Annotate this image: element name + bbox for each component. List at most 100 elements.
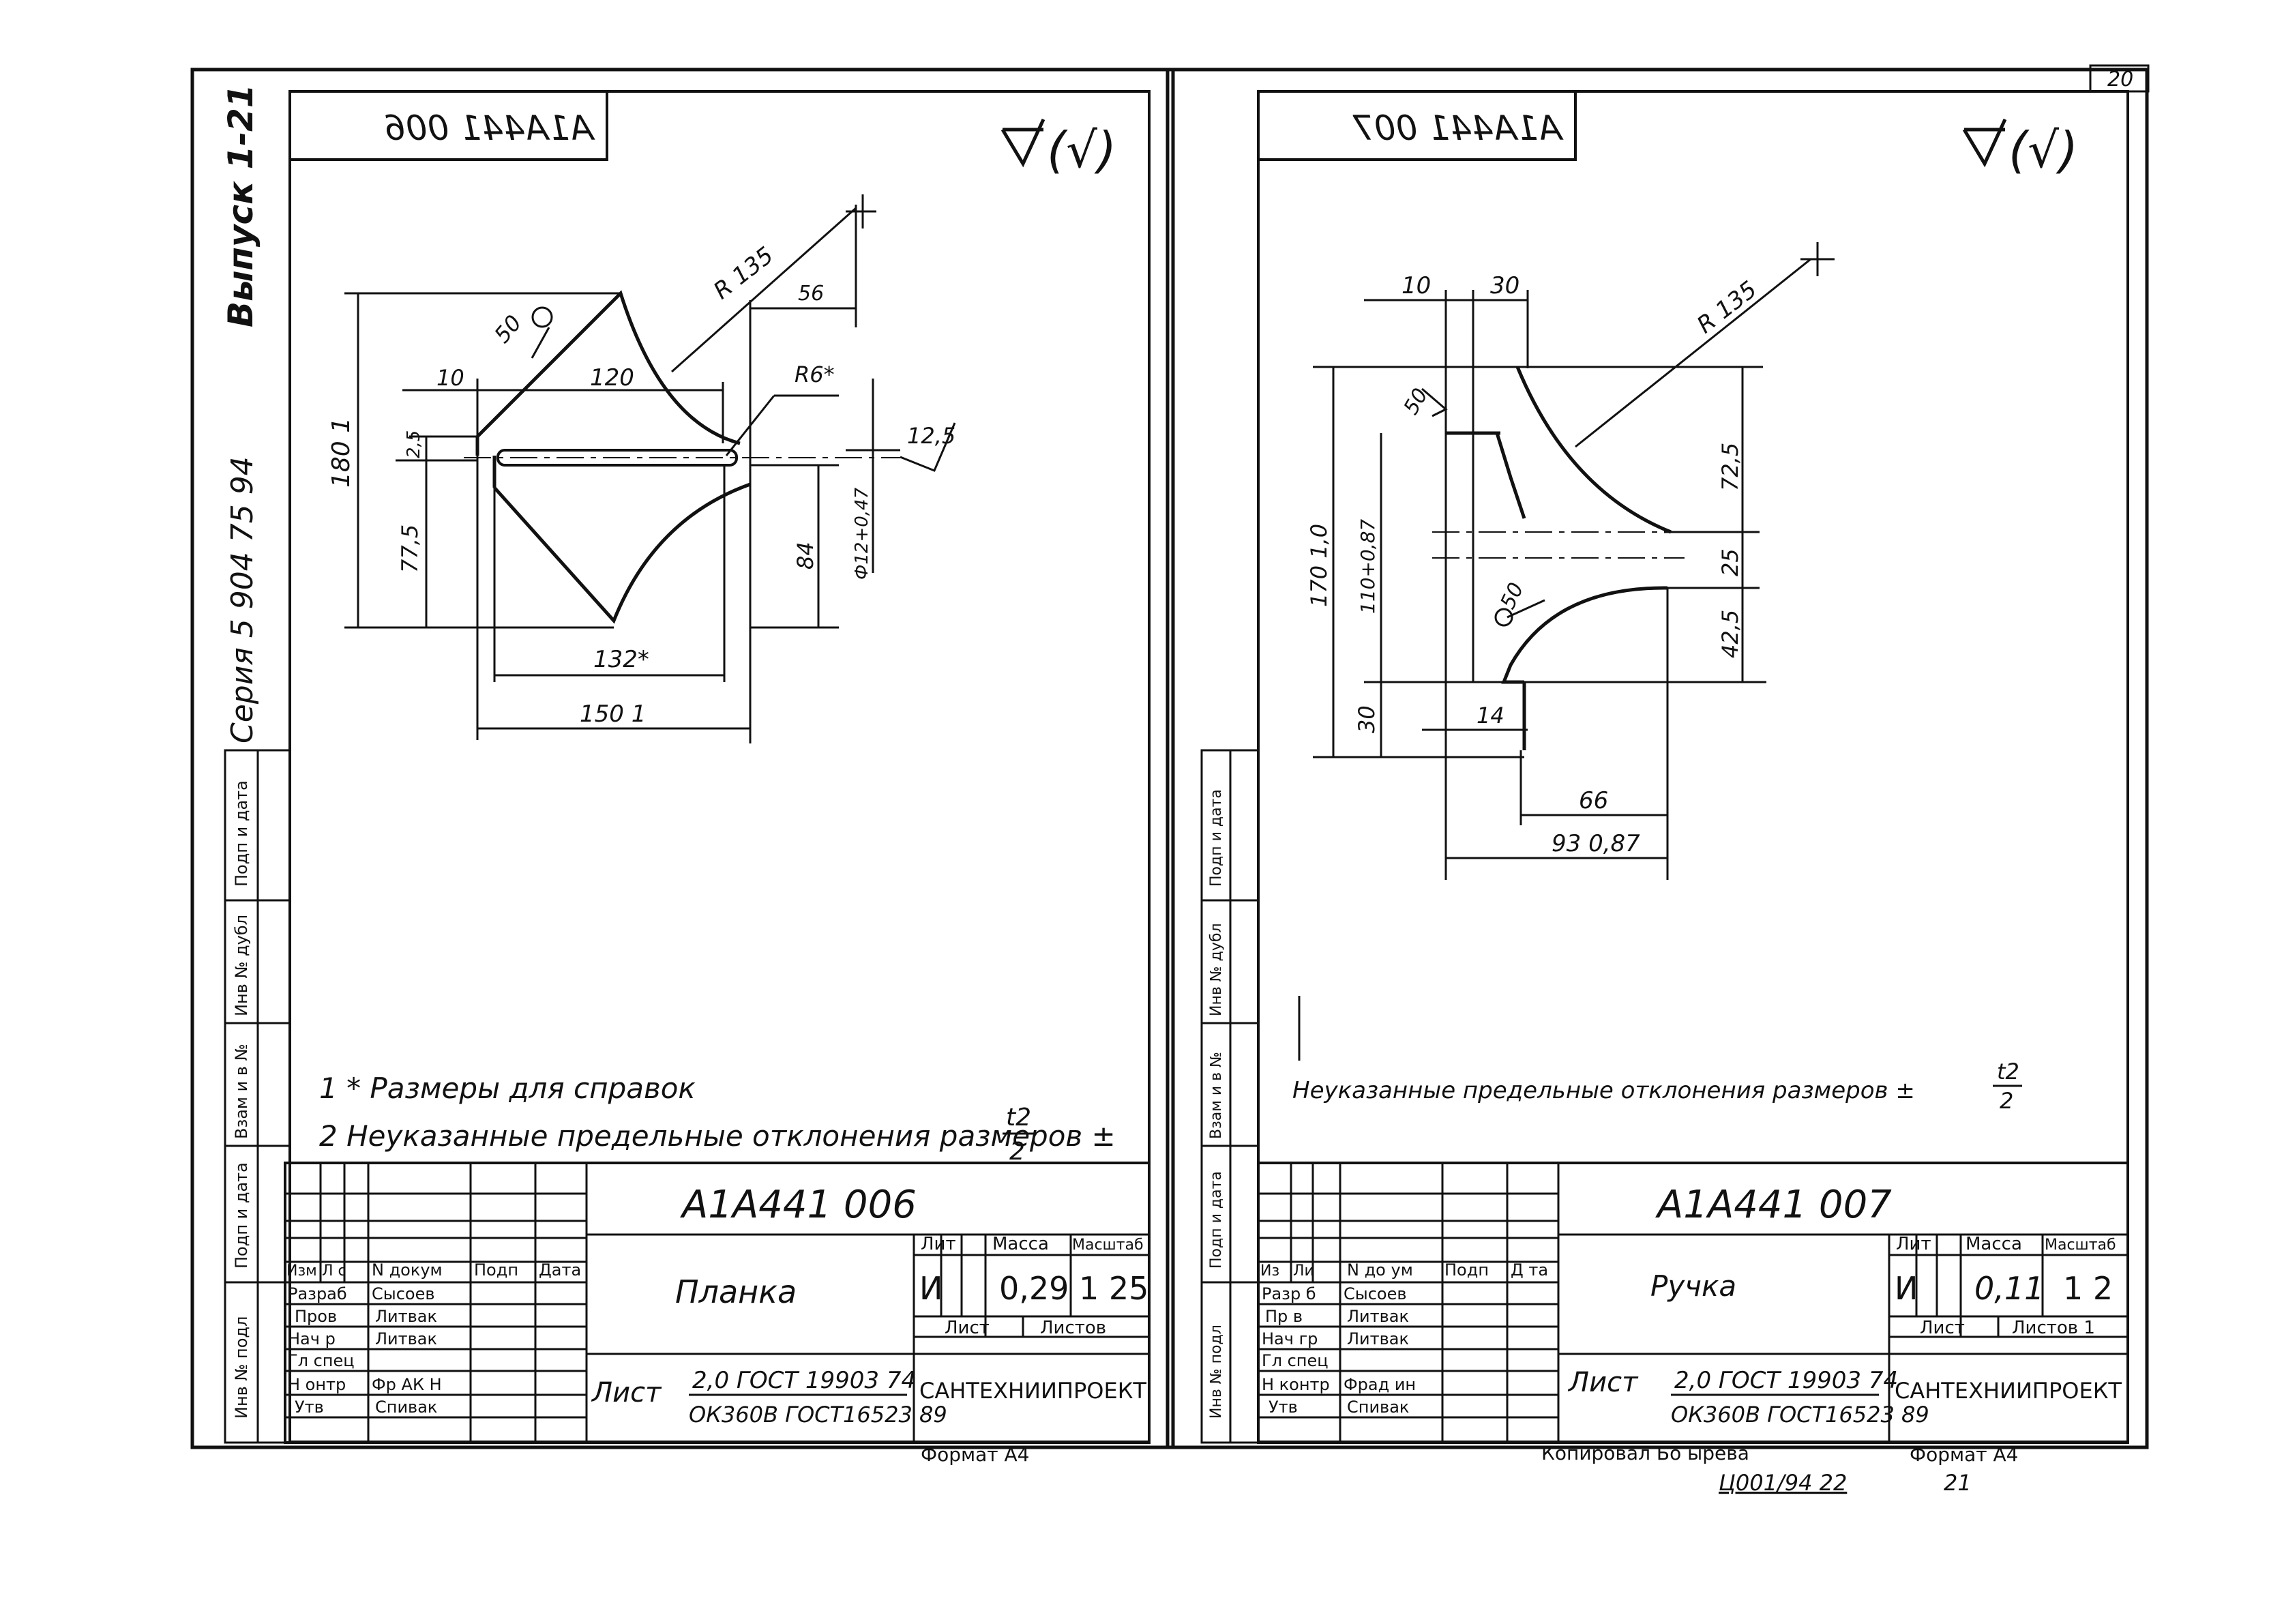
bottom-copy-line: Копировал Бо ырева Ц001/94 22 21 [1541,1442,1972,1496]
sheet-label: Лист [1920,1318,1965,1338]
page-number: 21 [1944,1470,1972,1496]
surface-roughness-sign: (√) [1962,118,2078,179]
roughness-note: (√) [1047,121,1116,179]
dim-label: 120 [590,364,634,392]
margin-stamp-left-labels: Подп и дата Инв № дубл Взам и в № Подп и… [232,780,251,1419]
role: Гл спец [1262,1351,1329,1370]
dim-label: R 135 [709,241,779,305]
mass-label: Масса [1966,1234,2022,1254]
margin-series-text: Выпуск 1-21 Серия 5 904 75 94 [221,84,261,743]
role: Разр б [1262,1284,1316,1303]
lit-label: Лит [921,1234,956,1254]
dim-label: 10 [1402,272,1431,299]
role: Н контр [1262,1375,1330,1394]
person: Сысоев [372,1284,435,1303]
left-part-geometry [464,290,900,624]
person: Спивак [375,1398,437,1417]
note-frac-den: 2 [2000,1088,2013,1114]
right-title-block-lines [1257,1162,2129,1444]
material-label: Лист [1567,1367,1639,1398]
dim-label: 50 [1399,384,1433,419]
material-bottom: ОК360В ГОСТ16523 89 [1671,1402,1929,1428]
person: Литвак [1347,1329,1409,1348]
material-top: 2,0 ГОСТ 19903 74 [1674,1367,1898,1394]
person: Фрад ин [1344,1375,1416,1394]
role: Гл спец [288,1351,355,1370]
role: Нач гр [1262,1329,1318,1348]
dim-label: 77,5 [397,525,423,573]
person: Сысоев [1344,1284,1407,1303]
organization: САНТЕХНИИПРОЕКТ [919,1378,1146,1404]
role: Н онтр [288,1375,346,1394]
copied-by: Копировал Бо ырева [1541,1442,1749,1464]
left-dimension-labels: R 135 56 50 10 120 R6* 12,5 180 1 2,5 77… [327,241,955,728]
right-title-block-text: А1А441 007 Ручка Из Ли N до ум Подп Д та… [1260,1183,2122,1466]
note-1: 1 * Размеры для справок [319,1072,696,1105]
dim-label: 180 1 [327,417,355,488]
margin-stamp-right-labels: Подп и дата Инв № дубл Взам и в № Подп и… [1208,789,1225,1419]
left-title-block-text: А1А441 006 Планка Изм Л с N докум Подп Д… [286,1183,1148,1466]
stamp-label: Инв № дубл [1208,923,1225,1016]
left-notes: 1 * Размеры для справок 2 Неуказанные пр… [319,1072,1116,1166]
hdr-list: Ли [1293,1263,1314,1280]
scale-value: 1 2 [2063,1270,2113,1307]
person: Литвак [375,1329,437,1348]
dim-label: 50 [1496,579,1529,612]
margin-stamp-right [1200,749,1260,1444]
left-dimension-lines [344,194,956,743]
person: Фр АК Н [372,1375,442,1394]
note: Неуказанные предельные отклонения размер… [1292,1077,1915,1104]
stamp-label: Взам и в № [1208,1052,1225,1139]
stamp-label: Инв № подл [1208,1325,1225,1419]
dim-label: R6* [795,361,835,387]
hdr-doc: N докум [372,1260,443,1280]
role: Разраб [288,1284,347,1303]
lit-value: И [919,1270,943,1307]
role: Утв [295,1398,324,1417]
dim-label: 2,5 [404,430,424,458]
mass-value: 0,11 [1974,1270,2044,1307]
person: Литвак [1347,1307,1409,1326]
format-label: Формат А4 [921,1443,1029,1466]
hdr-sign: Подп [474,1260,518,1280]
mirrored-code: А1А441 007 [1352,108,1564,148]
scale-label: Масштаб [2045,1237,2116,1254]
scale-label: Масштаб [1072,1237,1144,1254]
dim-label: 14 [1477,703,1504,728]
role: Утв [1269,1398,1298,1417]
hdr-doc: N до ум [1347,1260,1413,1280]
roughness-note: (√) [2008,121,2078,179]
role: Пров [295,1307,337,1326]
right-part-geometry [1432,366,1685,750]
mass-value: 0,29 [999,1270,1069,1307]
left-title-block-lines [284,1162,1151,1444]
scale-value: 1 25 [1079,1270,1148,1307]
sheet-number-box: 20 [2089,64,2150,93]
dim-label: 30 [1490,272,1519,299]
right-code-box: А1А441 007 [1257,90,1577,161]
lit-value: И [1895,1270,1918,1307]
note-2-frac-den: 2 [1009,1138,1025,1166]
designation: А1А441 006 [680,1183,917,1227]
stamp-label: Подп и дата [1208,1171,1225,1269]
dim-label: 30 [1354,705,1380,733]
hdr-date: Д та [1511,1260,1548,1280]
hdr-sign: Подп [1444,1260,1489,1280]
role: Нач р [288,1329,336,1348]
dim-label: 84 [792,542,818,570]
dim-label: 93 0,87 [1552,830,1640,857]
dim-label: 72,5 [1717,443,1743,491]
person: Спивак [1347,1398,1409,1417]
person: Литвак [375,1307,437,1326]
lit-label: Лит [1896,1234,1931,1254]
sheets-label: Листов 1 [2012,1318,2095,1338]
note-2: 2 Неуказанные предельные отклонения разм… [319,1119,1116,1153]
stamp-label: Инв № дубл [232,915,251,1016]
right-notes: Неуказанные предельные отклонения размер… [1292,1059,2022,1114]
right-dimension-lines [1298,242,1835,1061]
stamp-label: Инв № подл [232,1316,251,1419]
dim-label: 150 1 [580,700,646,728]
dim-label: 66 [1579,787,1608,814]
note-frac-num: t2 [1997,1059,2019,1084]
